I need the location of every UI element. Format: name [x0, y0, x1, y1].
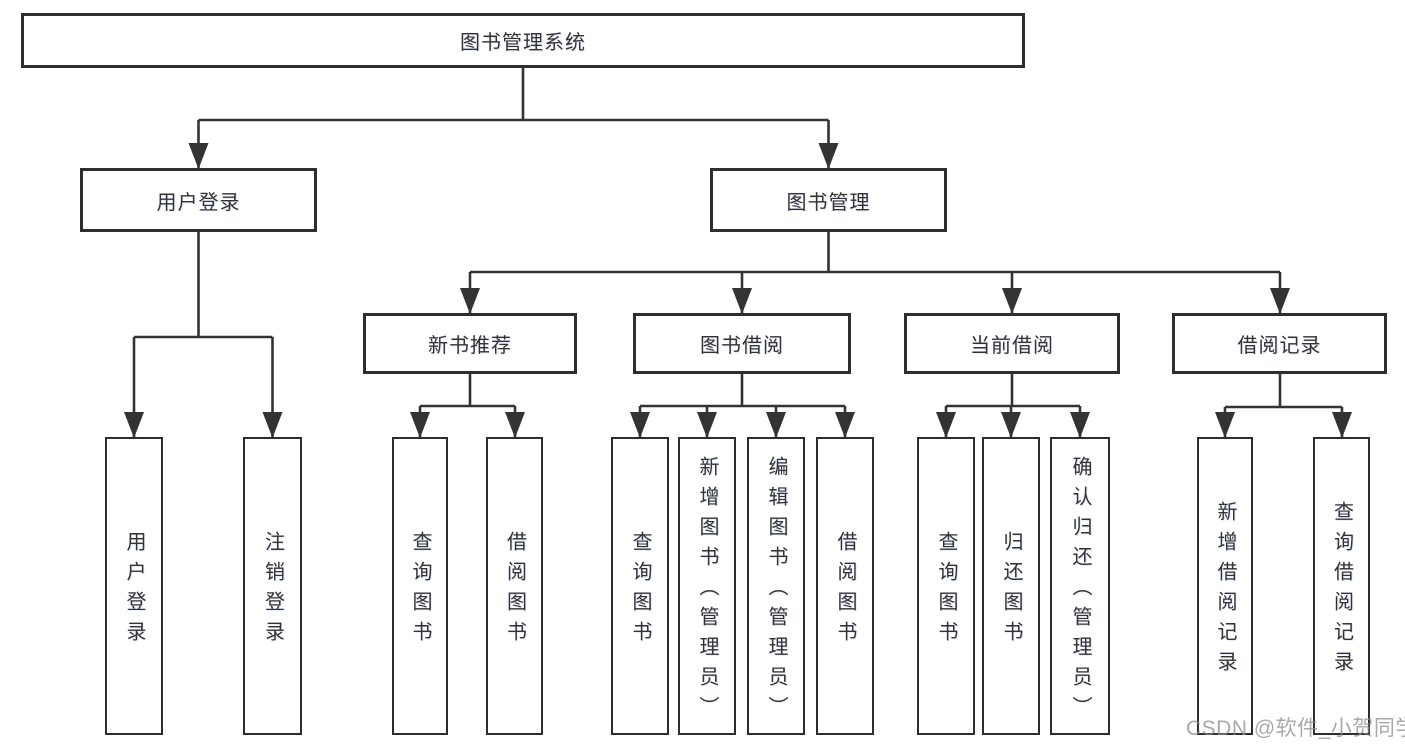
leaf-cb-return-books-label: 归还图书 — [1000, 531, 1022, 651]
node-new-book-recommend: 新书推荐 — [363, 313, 577, 374]
leaf-logout-label: 注销登录 — [261, 531, 284, 651]
connector-root-to-level2 — [188, 68, 839, 169]
connector-bookmgmt-to-modules — [460, 232, 1290, 314]
leaf-nbr-query-books-label: 查询图书 — [409, 531, 431, 651]
leaf-user-login: 用户登录 — [105, 437, 163, 735]
leaf-br-add-record: 新增借阅记录 — [1197, 437, 1253, 735]
node-book-borrowing: 图书借阅 — [633, 313, 851, 374]
leaf-cb-query-books: 查询图书 — [917, 437, 975, 735]
node-library-system: 图书管理系统 — [21, 13, 1025, 68]
leaf-cb-confirm-return: 确认归还（管理员） — [1050, 437, 1110, 735]
leaf-br-add-record-label: 新增借阅记录 — [1214, 501, 1236, 681]
leaf-br-query-record: 查询借阅记录 — [1313, 437, 1370, 735]
leaf-bb-borrow-books: 借阅图书 — [816, 437, 874, 735]
connector-current-to-leaves — [936, 374, 1090, 438]
leaf-bb-borrow-books-label: 借阅图书 — [834, 531, 856, 651]
leaf-bb-add-books-label: 新增图书（管理员） — [696, 456, 718, 726]
node-borrowing-records: 借阅记录 — [1172, 313, 1387, 374]
leaf-cb-query-books-label: 查询图书 — [935, 531, 957, 651]
node-user-login: 用户登录 — [80, 168, 317, 232]
leaf-bb-edit-books-label: 编辑图书（管理员） — [765, 456, 787, 726]
node-book-management: 图书管理 — [710, 168, 947, 232]
leaf-bb-edit-books: 编辑图书（管理员） — [747, 437, 805, 735]
leaf-nbr-query-books: 查询图书 — [392, 437, 448, 735]
leaf-logout: 注销登录 — [243, 437, 302, 735]
leaf-bb-query-books: 查询图书 — [611, 437, 669, 735]
leaf-nbr-borrow-books-label: 借阅图书 — [503, 531, 526, 651]
leaf-user-login-label: 用户登录 — [123, 531, 145, 651]
connector-records-to-leaves — [1215, 374, 1352, 438]
leaf-nbr-borrow-books: 借阅图书 — [486, 437, 543, 735]
leaf-bb-add-books: 新增图书（管理员） — [678, 437, 736, 735]
connector-newbook-to-leaves — [410, 374, 525, 438]
csdn-watermark: CSDN @软件_小贺同学 — [1186, 717, 1405, 740]
node-current-borrowing: 当前借阅 — [904, 313, 1120, 374]
leaf-br-query-record-label: 查询借阅记录 — [1330, 501, 1353, 681]
connector-userlogin-to-leaves — [124, 232, 283, 438]
leaf-cb-confirm-return-label: 确认归还（管理员） — [1069, 456, 1091, 726]
leaf-bb-query-books-label: 查询图书 — [629, 531, 651, 651]
leaf-cb-return-books: 归还图书 — [982, 437, 1040, 735]
connector-borrowing-to-leaves — [630, 374, 855, 438]
